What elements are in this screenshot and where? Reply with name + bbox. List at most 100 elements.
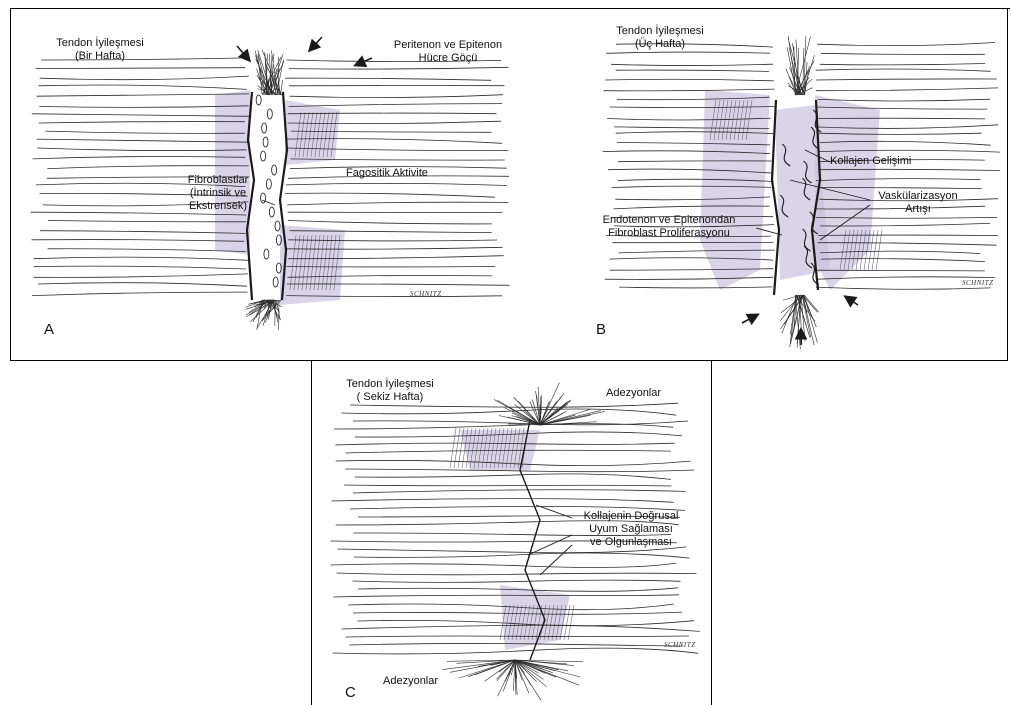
panel-a-cell [262, 123, 267, 133]
panel-a-letter: A [44, 321, 54, 338]
panel-c-alignment-line2: Uyum Sağlaması [566, 523, 696, 536]
panel-a-fiber [45, 131, 245, 133]
panel-a-migrating-fiber [255, 51, 265, 95]
panel-a-fiber [285, 78, 491, 80]
panel-a-cell [275, 221, 280, 231]
panel-b-fiber [816, 287, 990, 289]
panel-a-fibroblast-label: Fibroblastlar (İntrinsik ve Ekstrensek) [174, 174, 262, 213]
panel-a-fiber [289, 67, 509, 69]
panel-b-proliferation-line2: Fibroblast Proliferasyonu [580, 227, 758, 240]
panel-a-cell [266, 179, 271, 189]
panel-c-fiber [344, 485, 672, 486]
panel-b-fiber [817, 99, 990, 101]
panel-a-cell [264, 249, 269, 259]
panel-a-fiber [39, 122, 245, 123]
panel-a-migrating-fiber [276, 60, 283, 95]
panel-b-fiber [820, 64, 985, 65]
panel-b-vascular-line1: Vaskülarizasyon [862, 190, 974, 203]
panel-a-cell [267, 109, 272, 119]
panel-b-collagen-label: Kollajen Gelişimi [830, 155, 911, 168]
panel-b-fiber [605, 277, 774, 279]
panel-b-letter: B [596, 321, 606, 338]
panel-a-fiber [286, 296, 502, 297]
panel-a-fiber [34, 266, 246, 269]
panel-c-fiber [332, 499, 674, 503]
panel-a-phagocytic-label: Fagositik Aktivite [346, 167, 428, 180]
panel-a-fiber [287, 202, 508, 205]
panel-a-fiber [288, 113, 497, 114]
panel-a-signature: SCHNITZ [410, 290, 442, 298]
panel-b-fiber [817, 43, 995, 46]
panel-c-fiber [352, 580, 680, 582]
panel-a-shaded-area-left [215, 90, 250, 255]
panel-a-fiber [36, 68, 246, 69]
panel-c-adhesions-bottom-label: Adezyonlar [383, 675, 438, 688]
panel-a-title-line1: Tendon İyileşmesi [30, 37, 170, 50]
panel-c-fiber [334, 424, 673, 429]
panel-c-fiber [355, 474, 671, 479]
panel-b-proliferation-line1: Endotenon ve Epitenondan [580, 214, 758, 227]
panel-c-fiber [354, 553, 689, 558]
panel-b-proliferation-label: Endotenon ve Epitenondan Fibroblast Prol… [580, 214, 758, 240]
panel-c-fiber [337, 573, 697, 575]
panel-b-migrating-fiber [804, 295, 818, 343]
panel-a-fibroblast-line1: Fibroblastlar [174, 174, 262, 187]
panel-b-fiber [604, 89, 775, 91]
panel-c-fiber [333, 648, 699, 654]
panel-b-vascular-line2: Artışı [862, 203, 974, 216]
panel-b-fiber [816, 217, 997, 218]
panel-a-fiber [38, 85, 246, 89]
panel-b-fiber [605, 79, 774, 81]
panel-b-title-line2: (Üç Hafta) [598, 38, 722, 51]
panel-a-cell [269, 207, 274, 217]
panel-b-fiber [619, 287, 772, 288]
panel-a-fibroblast-line3: Ekstrensek) [174, 200, 262, 213]
panel-b-fiber [616, 70, 769, 71]
panel-b-arrow [742, 315, 757, 323]
panel-b-migrating-fiber [782, 295, 797, 333]
panel-b-fiber [816, 79, 997, 80]
panel-b-fiber [606, 52, 770, 53]
panel-a-fiber [285, 193, 495, 197]
panel-b-tendon-fibers [603, 43, 1000, 291]
panel-b-fiber [821, 53, 985, 54]
panel-c-alignment-label: Kollajenin Doğrusal Uyum Sağlaması ve Ol… [566, 510, 696, 549]
panel-a-cell [272, 165, 277, 175]
panel-a-arrow [310, 37, 322, 50]
panel-c-title-line1: Tendon İyileşmesi [320, 378, 460, 391]
panel-a-fiber [34, 274, 248, 277]
panel-a-fiber [40, 76, 249, 80]
panel-a-fiber [33, 156, 246, 158]
panel-b-migrating-fiber [805, 66, 810, 95]
panel-b-title-line1: Tendon İyileşmesi [598, 25, 722, 38]
panel-b-fiber [818, 235, 998, 236]
panel-a-migration-label: Peritenon ve Epitenon Hücre Göçü [362, 39, 534, 65]
panel-b-fiber [816, 69, 991, 71]
panel-c-adhesions-top-label: Adezyonlar [606, 387, 661, 400]
panel-c-title: Tendon İyileşmesi ( Sekiz Hafta) [320, 378, 460, 404]
panel-a-fiber [38, 283, 247, 287]
panel-c-alignment-leader [540, 545, 572, 575]
panel-a-cell [273, 277, 278, 287]
panel-a-cell [261, 151, 266, 161]
panel-c-signature: SCHNITZ [664, 641, 696, 649]
panel-b-vascular-label: Vaskülarizasyon Artışı [862, 190, 974, 216]
panel-a-fiber [288, 221, 492, 224]
panel-c-fiber [353, 490, 686, 493]
panel-c-alignment-line1: Kollajenin Doğrusal [566, 510, 696, 523]
panel-a-fiber [40, 231, 246, 234]
panel-a-title: Tendon İyileşmesi (Bir Hafta) [30, 37, 170, 63]
panel-a-fiber [290, 95, 503, 98]
panel-c-alignment-line3: ve Olgunlaşması [566, 536, 696, 549]
panel-b-title: Tendon İyileşmesi (Üç Hafta) [598, 25, 722, 51]
panel-a-fiber [32, 292, 248, 296]
panel-b-signature: SCHNITZ [962, 279, 994, 287]
panel-a-cell [263, 137, 268, 147]
panel-b-fiber [816, 88, 998, 91]
panel-b-arrow [846, 297, 858, 305]
panel-a-fiber [32, 240, 245, 242]
panel-a-fiber [286, 183, 507, 185]
panel-a-fiber [33, 257, 248, 260]
panel-c-letter: C [345, 684, 356, 701]
